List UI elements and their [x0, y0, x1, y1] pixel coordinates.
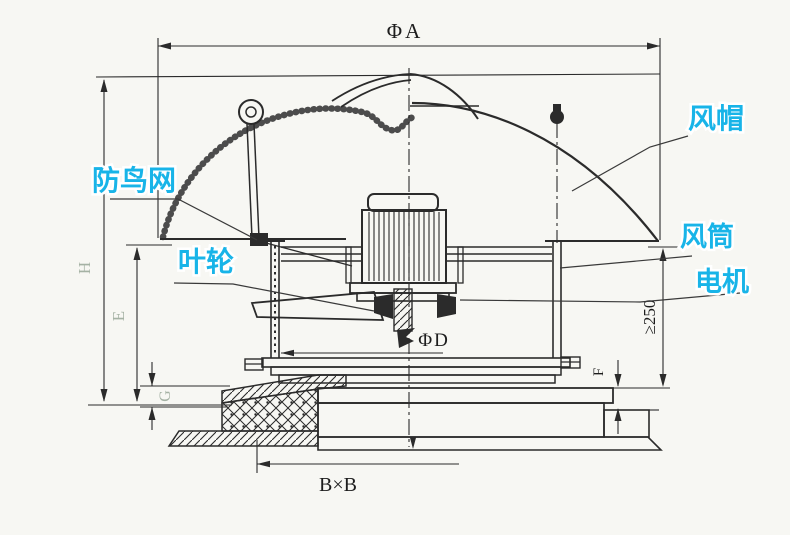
motor-leader: [459, 292, 741, 303]
air-duct-structure: [244, 240, 581, 384]
wind-cap-outline: [160, 73, 659, 267]
motor-body: [349, 193, 457, 302]
label-air-duct: 风筒: [680, 221, 734, 253]
leader-lines: [110, 135, 741, 312]
dimension-f: F: [591, 360, 670, 434]
label-motor: 电机: [695, 267, 749, 298]
dimension-min-250: ≥250: [640, 246, 680, 387]
min-250-label: ≥250: [640, 300, 659, 335]
cap-bolt: [550, 104, 564, 124]
h-label: H: [75, 262, 94, 274]
net-ring-eyelet: [238, 99, 264, 125]
dimension-phi-a: ΦA: [157, 19, 661, 240]
label-wind-cap: 风帽: [688, 102, 744, 135]
base-assembly: [317, 387, 650, 438]
bird-net-leader: [110, 198, 258, 241]
label-impeller: 叶轮: [178, 245, 234, 278]
wind-cap-leader: [571, 135, 689, 192]
bxb-label: B×B: [319, 474, 357, 496]
dimension-phi-d: ΦD: [281, 330, 450, 357]
label-bird-net: 防鸟网: [92, 164, 176, 197]
roof-curb: [167, 374, 347, 447]
motor-support-plate: [281, 246, 552, 284]
centerlines: [408, 68, 558, 449]
e-label: E: [109, 311, 128, 321]
flange-bolt-right: [560, 356, 581, 369]
dimension-g: G: [140, 362, 230, 430]
air-duct-leader: [559, 255, 693, 269]
flange-bolt-left: [244, 358, 264, 371]
phi-d-label: ΦD: [418, 330, 450, 351]
impeller-leader: [173, 282, 375, 312]
f-label: F: [591, 368, 607, 376]
callout-labels: 防鸟网 叶轮 风帽 风筒 电机: [89, 100, 751, 301]
g-label: G: [157, 390, 174, 402]
dimension-e: E: [109, 244, 172, 402]
phi-a-label: ΦA: [387, 19, 424, 43]
dimension-bxb: B×B: [256, 440, 459, 496]
bird-net-mesh: [159, 105, 417, 241]
roof-deck-right: [317, 436, 663, 451]
dimension-h: H: [75, 73, 661, 406]
impeller-assembly: [250, 288, 456, 348]
